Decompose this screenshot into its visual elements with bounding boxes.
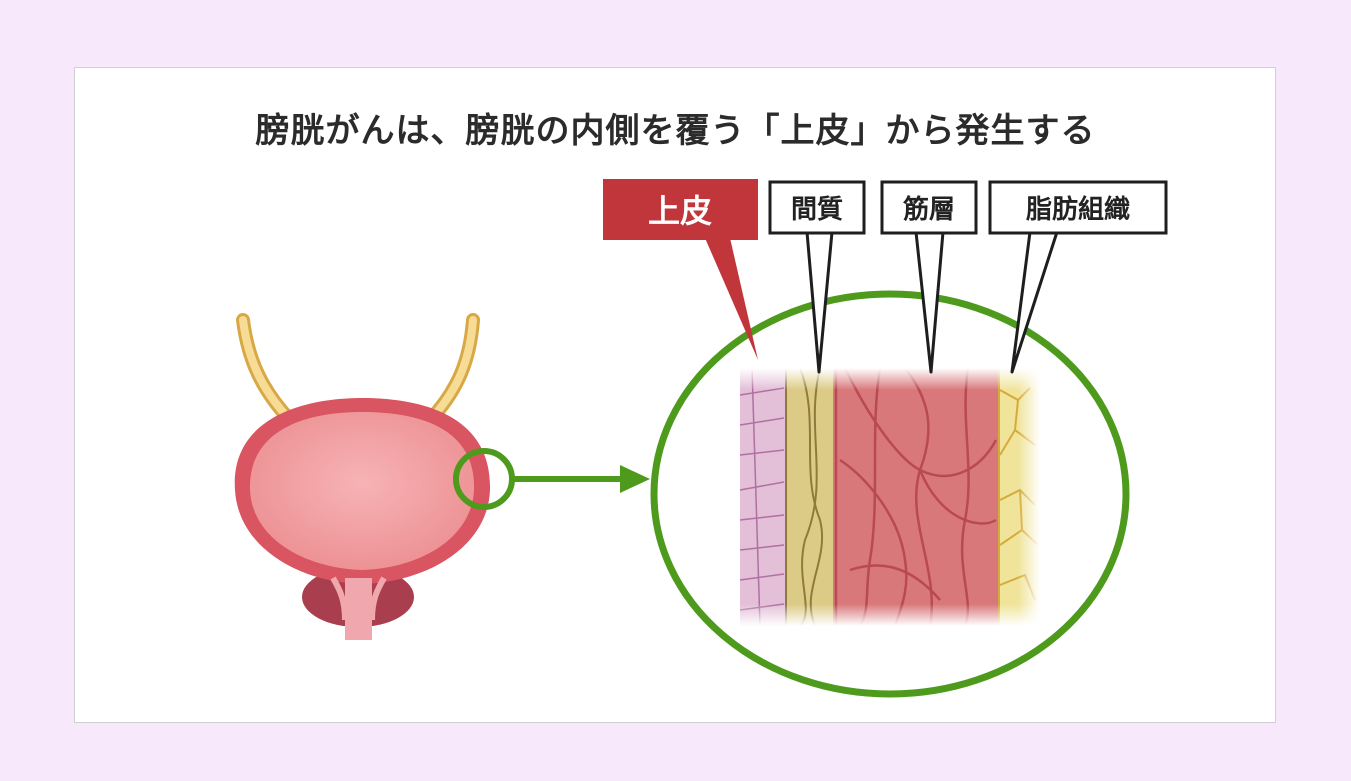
urethra — [345, 578, 372, 640]
label-epithelium-text: 上皮 — [648, 192, 712, 230]
label-fat-text: 脂肪組織 — [1026, 194, 1130, 225]
label-fat: 脂肪組織 — [988, 180, 1168, 235]
label-muscle: 筋層 — [880, 180, 978, 235]
zoom-circle — [650, 290, 1130, 698]
epithelium-pointer — [705, 238, 758, 360]
left-ureter — [236, 313, 297, 427]
bladder-wall-highlight-ring — [453, 448, 515, 510]
page-title: 膀胱がんは、膀胱の内側を覆う「上皮」から発生する — [255, 111, 1096, 151]
label-pointers — [705, 230, 1059, 374]
label-epithelium: 上皮 — [603, 179, 758, 240]
label-interstitium-text: 間質 — [791, 195, 843, 225]
muscle-pointer — [914, 230, 945, 374]
label-interstitium: 間質 — [768, 180, 866, 235]
bladder-illustration — [234, 313, 491, 640]
tissue-layers — [740, 368, 1040, 626]
zoom-arrow — [514, 465, 650, 493]
epithelium-layer — [740, 368, 785, 626]
bladder-lumen — [249, 412, 475, 570]
label-muscle-text: 筋層 — [903, 194, 955, 225]
